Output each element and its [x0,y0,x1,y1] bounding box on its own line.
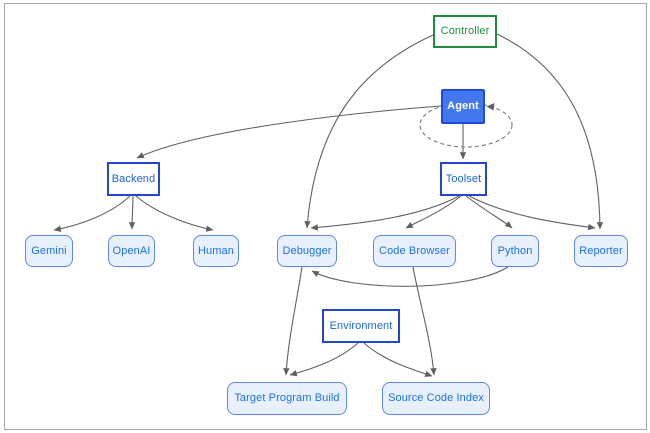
node-agent: Agent [441,89,485,124]
node-openai: OpenAI [108,235,155,267]
node-toolset-label: Toolset [445,172,482,185]
node-source-code-index-label: Source Code Index [388,392,484,404]
edge-agent-self-loop-arrowhead [486,103,495,111]
node-agent-label: Agent [447,100,479,112]
node-source-code-index: Source Code Index [382,382,490,415]
edge-toolset-reporter [468,195,596,231]
node-debugger-label: Debugger [282,244,332,257]
edge-agent-backend [136,105,442,159]
node-environment-label: Environment [329,319,393,332]
node-reporter: Reporter [574,235,628,267]
node-human-label: Human [198,244,234,257]
node-code-browser: Code Browser [373,235,456,267]
edge-code-browser-source-code-index [412,266,437,376]
node-openai-label: OpenAI [112,244,151,257]
node-python: Python [491,235,539,267]
edge-debugger-target-program-build [283,266,303,376]
edge-environment-source-code-index [363,342,433,377]
node-controller-label: Controller [440,25,490,37]
node-target-program-build-label: Target Program Build [234,392,340,404]
node-human: Human [193,235,239,267]
edge-toolset-debugger [310,195,460,231]
edge-python-debugger [311,266,509,287]
edge-backend-human [135,195,214,232]
edge-backend-openai [128,195,136,230]
edge-toolset-code-browser [405,195,462,229]
node-environment: Environment [322,309,400,343]
node-gemini: Gemini [25,235,73,267]
node-target-program-build: Target Program Build [227,382,347,415]
node-backend-label: Backend [111,172,156,185]
node-toolset: Toolset [440,162,487,196]
edge-toolset-python [465,195,513,229]
node-controller: Controller [433,15,497,48]
edge-controller-debugger [304,34,434,229]
node-reporter-label: Reporter [579,244,623,257]
node-debugger: Debugger [277,235,337,267]
node-code-browser-label: Code Browser [379,244,450,257]
edge-environment-target-program-build [289,342,359,377]
node-backend: Backend [107,162,160,196]
edge-backend-gemini [53,195,131,232]
edge-controller-reporter [496,33,604,230]
node-python-label: Python [497,244,533,257]
node-gemini-label: Gemini [31,244,67,257]
